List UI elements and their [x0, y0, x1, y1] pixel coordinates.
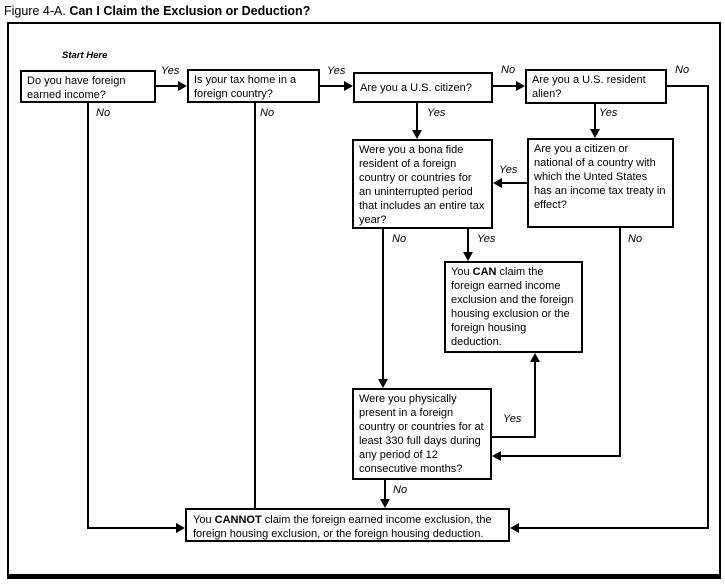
connector-treaty-no-v [619, 228, 621, 457]
label-no-bonafide: No [392, 233, 407, 245]
connector-income-no-v [87, 103, 89, 529]
arrowhead-treaty-yes-into-bonafide [493, 178, 502, 188]
connector-physical-yes-h [492, 436, 536, 438]
cannot-claim-prefix: You [193, 514, 212, 526]
arrowhead-physical-yes-into-can [530, 353, 540, 362]
connector-taxhome-no-v [254, 103, 256, 508]
connector-bonafide-yes-v [467, 229, 469, 252]
node-resident-alien: Are you a U.S. resident alien? [525, 69, 667, 104]
connector-physical-no-v [384, 480, 386, 499]
arrowhead-bonafide-yes-into-can [463, 252, 473, 261]
label-yes-treaty: Yes [499, 164, 518, 176]
node-tax-home: Is your tax home in a foreign country? [187, 69, 320, 103]
connector-treaty-no-h [501, 455, 621, 457]
connector-treaty-yes-h [502, 182, 528, 184]
cannot-claim-keyword: CANNOT [214, 514, 262, 526]
label-yes-bonafide: Yes [477, 233, 496, 245]
figure-title: Figure 4-A. Can I Claim the Exclusion or… [4, 4, 310, 18]
connector-alien-no-h1 [667, 85, 709, 87]
connector-citizen-alien [493, 85, 516, 87]
node-cannot-claim: You CANNOT claim the foreign earned inco… [185, 508, 510, 542]
label-no-physical: No [393, 484, 408, 496]
arrowhead-into-citizen [344, 81, 353, 91]
can-claim-prefix: You [451, 266, 470, 278]
cannot-claim-rest: claim the foreign earned income exclusio… [193, 514, 492, 540]
label-yes-physical: Yes [503, 413, 522, 425]
node-physical-presence: Were you physically present in a foreign… [352, 388, 492, 480]
label-no-alien: No [675, 64, 690, 76]
figure-number: Figure 4-A. [4, 4, 66, 18]
label-yes-alien: Yes [599, 107, 618, 119]
connector-bonafide-no-v [382, 229, 384, 379]
label-no-income: No [96, 107, 111, 119]
label-no-treaty: No [628, 233, 643, 245]
connector-taxhome-citizen [320, 85, 344, 87]
can-claim-rest: claim the foreign earned income exclusio… [451, 266, 574, 348]
label-no-citizen: No [501, 64, 516, 76]
label-yes-taxhome: Yes [327, 65, 346, 77]
connector-income-no-h [87, 527, 176, 529]
connector-income-taxhome [156, 85, 178, 87]
label-yes-income: Yes [161, 65, 180, 77]
arrowhead-into-physical [378, 379, 388, 388]
arrowhead-physical-no-into-cannot [380, 499, 390, 508]
connector-citizen-yes-v [416, 103, 418, 130]
arrowhead-into-treaty [590, 129, 600, 138]
arrowhead-into-bonafide [412, 130, 422, 139]
arrowhead-into-taxhome [178, 81, 187, 91]
connector-alien-no-h2 [519, 527, 709, 529]
label-yes-citizen: Yes [427, 107, 446, 119]
label-no-taxhome: No [260, 107, 275, 119]
arrowhead-alien-no-into-cannot [510, 523, 519, 533]
connector-alien-yes-v [594, 104, 596, 129]
arrowhead-treaty-no-into-physical [492, 451, 501, 461]
arrowhead-into-alien [516, 81, 525, 91]
node-us-citizen: Are you a U.S. citizen? [353, 72, 493, 103]
can-claim-keyword: CAN [472, 266, 497, 278]
connector-alien-no-v [707, 85, 709, 529]
start-here-label: Start Here [62, 50, 108, 61]
node-can-claim: You CAN claim the foreign earned income … [444, 261, 583, 353]
node-bona-fide-residence: Were you a bona fide resident of a forei… [352, 139, 493, 229]
node-tax-treaty: Are you a citizen or national of a count… [527, 138, 674, 228]
node-foreign-earned-income: Do you have foreign earned income? [20, 70, 156, 103]
connector-physical-yes-v [534, 362, 536, 438]
diagram-border [7, 22, 721, 579]
figure-question: Can I Claim the Exclusion or Deduction? [69, 4, 311, 18]
arrowhead-income-no-into-cannot [176, 523, 185, 533]
